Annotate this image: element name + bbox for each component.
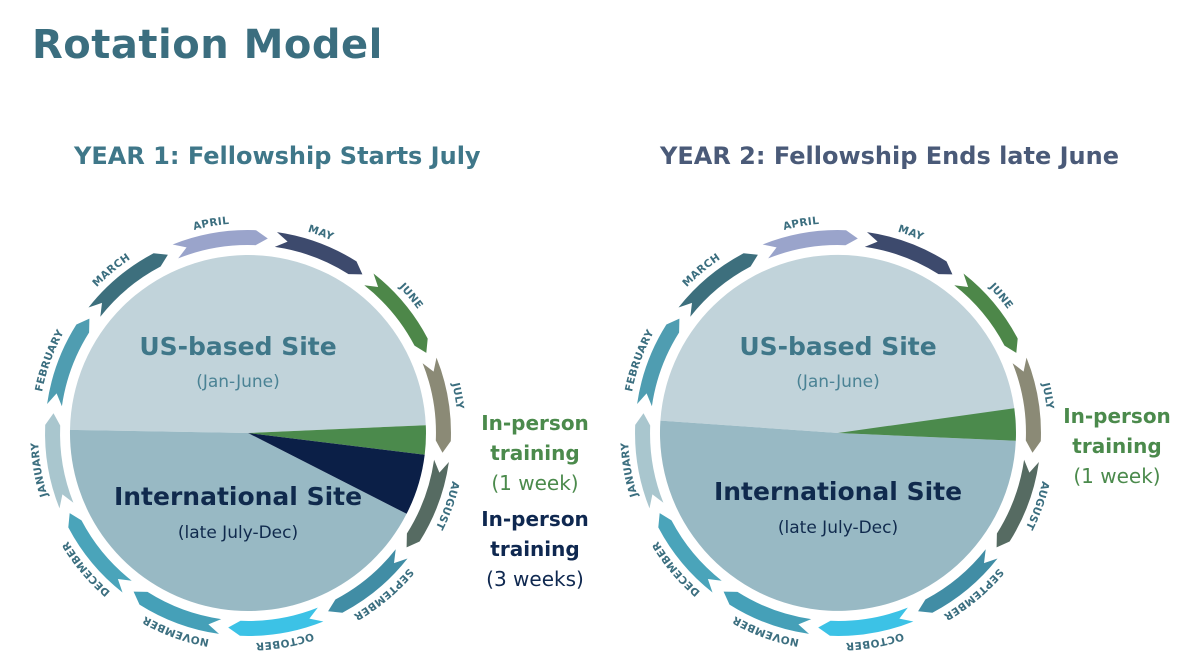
year1-month-arrow-september	[328, 549, 408, 613]
year2-us-site-region	[660, 254, 1016, 441]
year1-month-arrow-december	[68, 513, 132, 593]
year1-intl-site-label: International Site	[114, 482, 362, 511]
year1-international-region	[69, 429, 407, 612]
year2-month-arrow-september	[918, 549, 998, 613]
year2-title: YEAR 2: Fellowship Ends late June	[660, 142, 1119, 170]
year2-month-arrow-august	[996, 459, 1039, 548]
year2-month-arrow-january	[635, 413, 664, 509]
year2-training-1week-wedge	[838, 408, 1016, 441]
year2-training-1week-duration: (1 week)	[1073, 464, 1161, 488]
year1-intl-site-sub: (late July-Dec)	[178, 523, 298, 543]
year2-month-arrow-may	[864, 232, 953, 275]
year2-us-site-label: US-based Site	[739, 332, 936, 361]
year2-month-arrow-july	[1012, 357, 1041, 453]
year1-month-arrow-october	[228, 607, 324, 636]
year2-wheel: JANUARYFEBRUARYMARCHAPRILMAYJUNEJULYAUGU…	[619, 215, 1055, 652]
year1-title: YEAR 1: Fellowship Starts July	[74, 142, 481, 170]
year2-month-arrow-november	[723, 591, 812, 634]
year1-month-arrow-may	[274, 232, 363, 275]
page-title: Rotation Model	[32, 22, 383, 68]
year1-month-arrow-june	[364, 273, 428, 353]
year1-training-3week-wedge	[248, 433, 425, 514]
year2-month-arrow-october	[818, 607, 914, 636]
year2-month-arrow-april	[762, 230, 858, 259]
year1-training-3weeks-note: In-person training (3 weeks)	[460, 504, 610, 594]
year1-month-arrow-august	[406, 459, 449, 548]
year1-us-site-label: US-based Site	[139, 332, 336, 361]
year2-intl-site-label: International Site	[714, 477, 962, 506]
year1-month-label-july: JULY	[449, 381, 466, 410]
year1-month-arrow-january	[45, 413, 74, 509]
year1-month-arrow-november	[133, 591, 222, 634]
year2-training-1week-note: In-person training (1 week)	[1042, 401, 1192, 491]
year1-month-label-april: APRIL	[192, 215, 230, 233]
year1-training-1week-note: In-person training (1 week)	[460, 408, 610, 498]
year2-intl-site-sub: (late July-Dec)	[778, 518, 898, 538]
year1-training-1week-heading: In-person training	[481, 411, 589, 465]
year1-training-3weeks-heading: In-person training	[481, 507, 589, 561]
year1-wheel: JANUARYFEBRUARYMARCHAPRILMAYJUNEJULYAUGU…	[29, 215, 465, 652]
year1-training-3weeks-duration: (3 weeks)	[486, 567, 584, 591]
year1-training-1week-duration: (1 week)	[491, 471, 579, 495]
year1-month-arrow-april	[172, 230, 268, 259]
year1-us-site-region	[70, 255, 426, 433]
year1-training-1week-wedge	[248, 425, 426, 455]
year1-us-site-sub: (Jan-June)	[196, 372, 280, 392]
year2-month-label-july: JULY	[1039, 381, 1056, 410]
year2-month-arrow-march	[678, 253, 758, 317]
year2-us-site-sub: (Jan-June)	[796, 372, 880, 392]
year2-month-label-april: APRIL	[782, 215, 820, 233]
year2-international-region	[659, 420, 1016, 611]
year1-month-arrow-march	[88, 253, 168, 317]
year2-month-arrow-june	[954, 273, 1018, 353]
year2-month-arrow-february	[637, 318, 680, 407]
year2-training-1week-heading: In-person training	[1063, 404, 1171, 458]
year2-month-arrow-december	[658, 513, 722, 593]
year1-month-arrow-february	[47, 318, 90, 407]
year1-month-arrow-july	[422, 357, 451, 453]
